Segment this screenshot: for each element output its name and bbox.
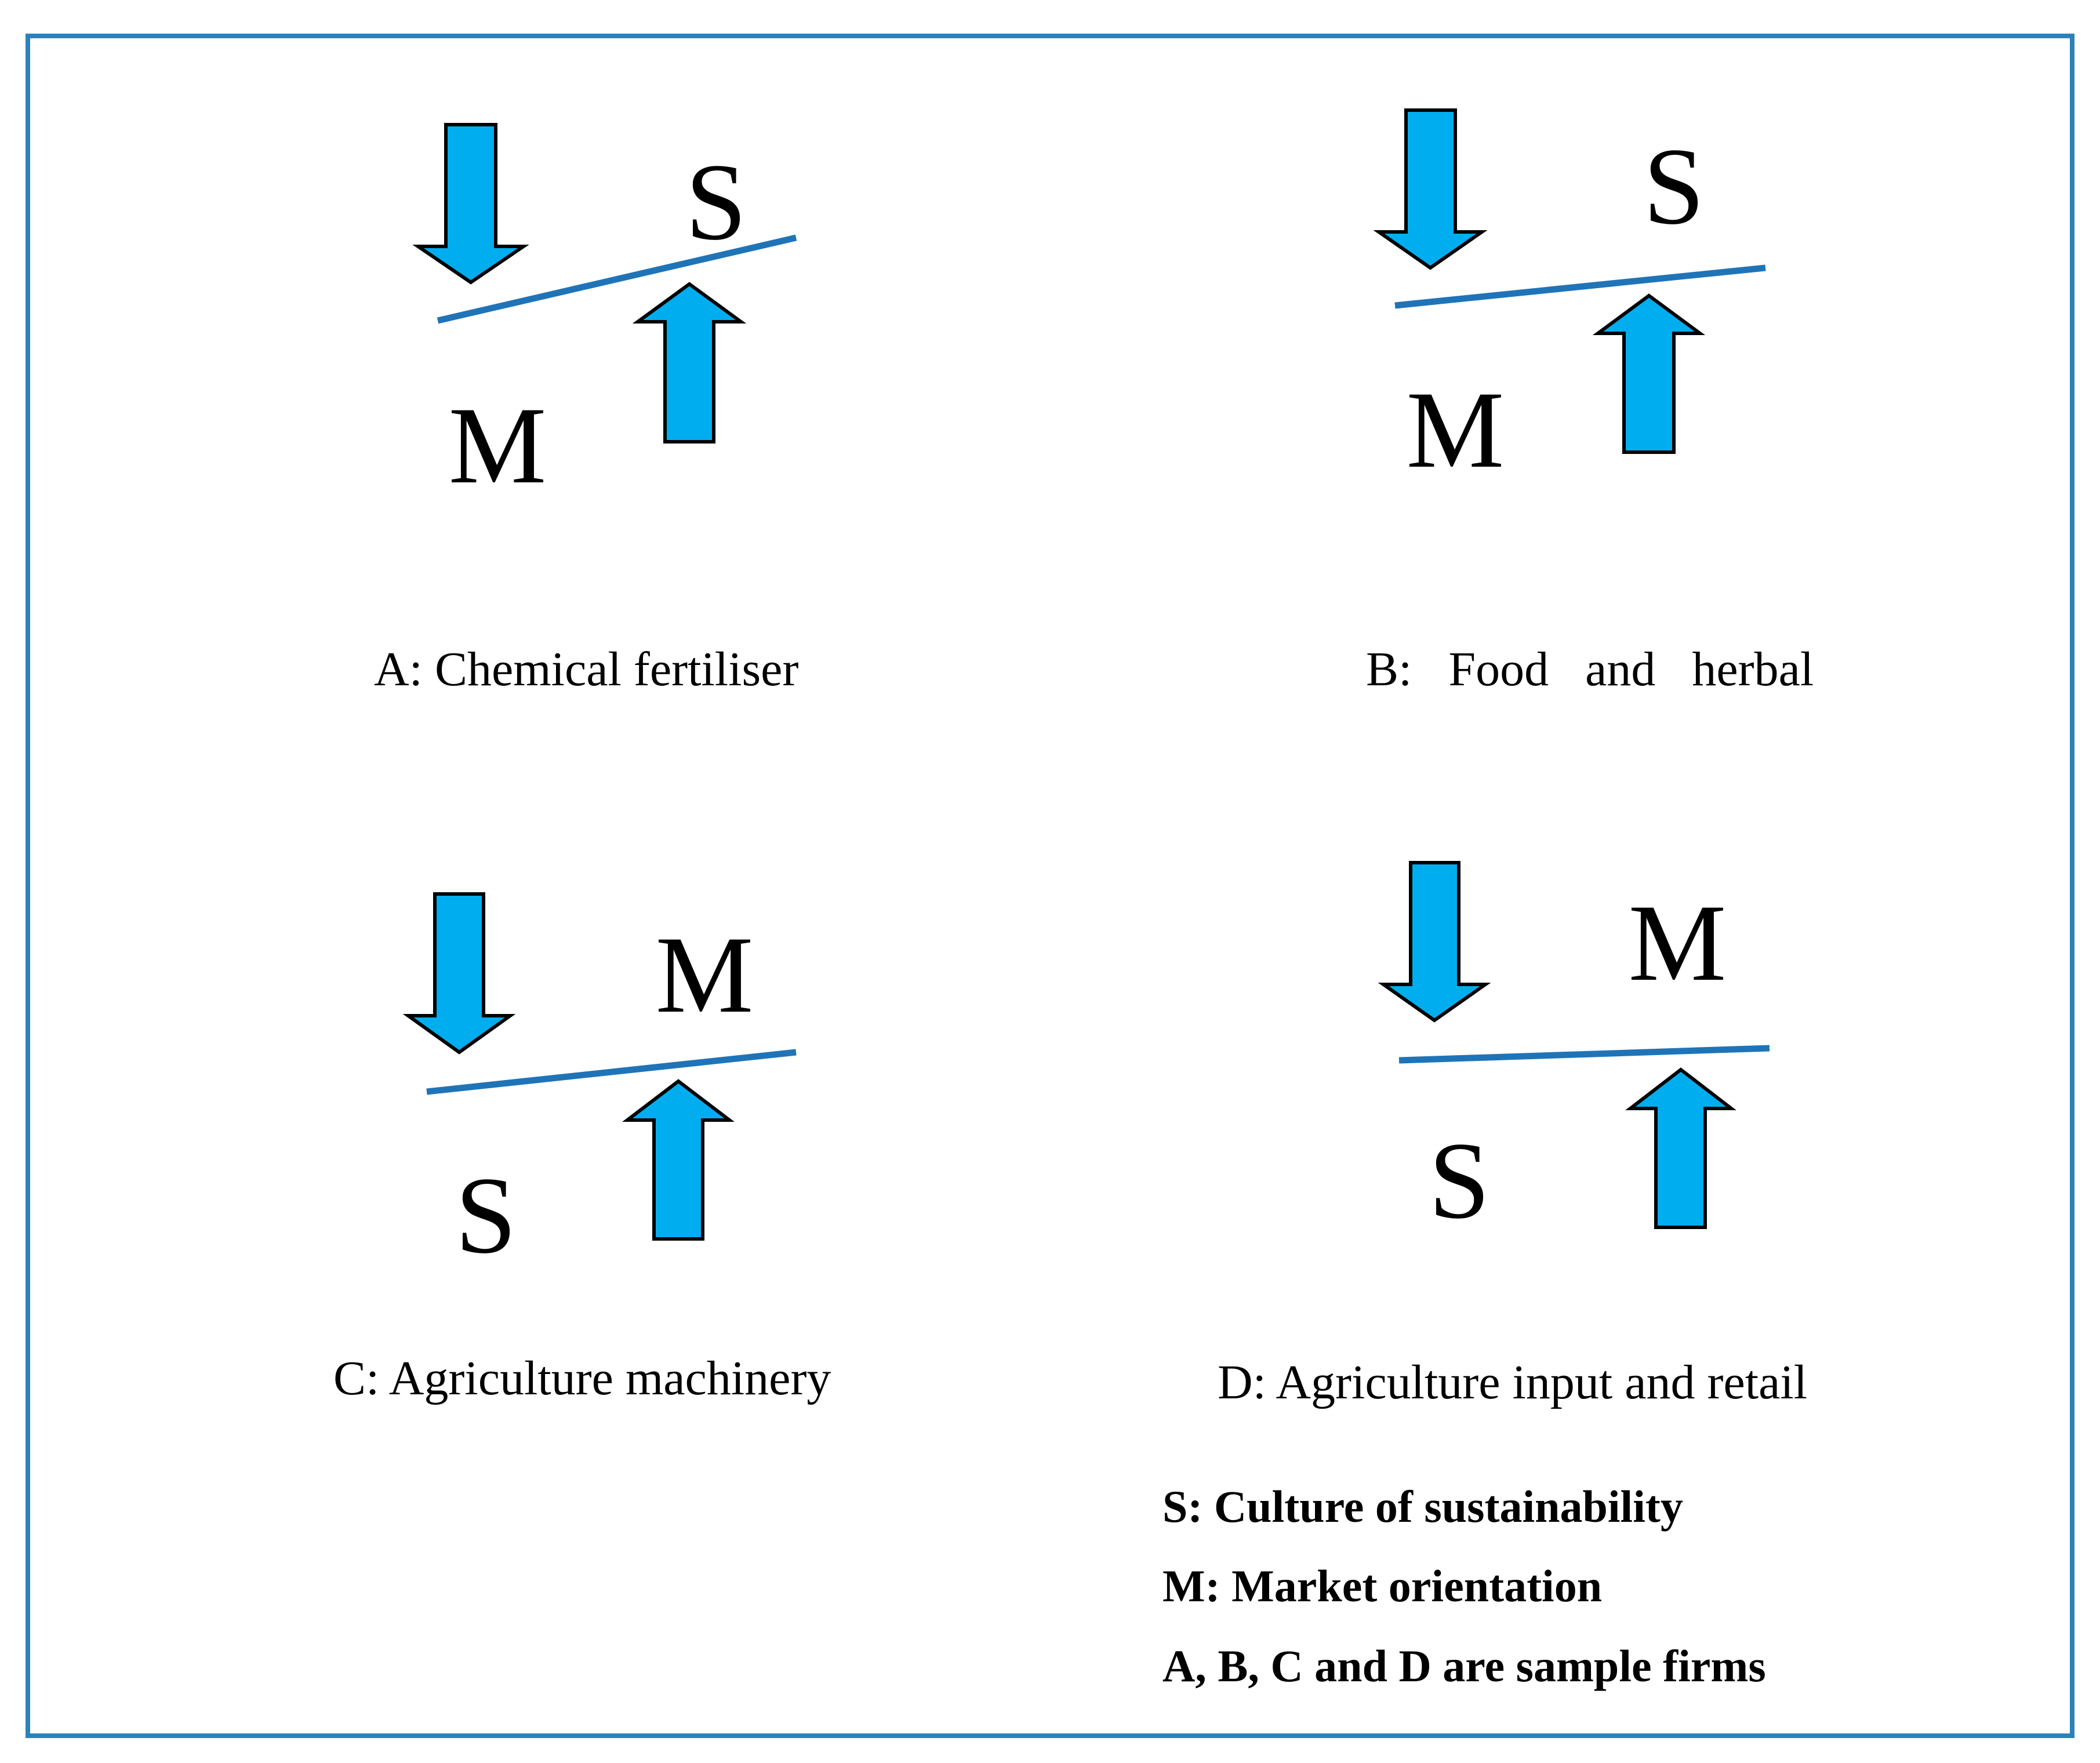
panel-a-caption: A: Chemical fertiliser bbox=[374, 642, 798, 696]
panel-b: S M B: Food and herbal bbox=[1366, 108, 1814, 696]
panel-c-caption: C: Agriculture machinery bbox=[333, 1351, 831, 1405]
panel-c: M S C: Agriculture machinery bbox=[333, 892, 831, 1405]
legend-item-s: S: Culture of sustainability bbox=[1162, 1481, 1683, 1532]
panel-b-down-arrow bbox=[1373, 108, 1488, 270]
panel-c-bottom-label: S bbox=[455, 1155, 517, 1277]
panel-d-bottom-label: S bbox=[1429, 1120, 1490, 1242]
panel-a-top-label: S bbox=[685, 141, 747, 263]
panel-d-caption: D: Agriculture input and retail bbox=[1218, 1355, 1807, 1409]
panel-b-caption: B: Food and herbal bbox=[1366, 642, 1814, 696]
legend: S: Culture of sustainability M: Market o… bbox=[1162, 1481, 1766, 1691]
panel-a: S M A: Chemical fertiliser bbox=[374, 123, 798, 696]
panel-b-top-label: S bbox=[1643, 126, 1705, 248]
legend-item-firms: A, B, C and D are sample firms bbox=[1162, 1641, 1766, 1691]
figure-frame bbox=[26, 34, 2074, 1738]
panel-d: M S D: Agriculture input and retail bbox=[1218, 861, 1807, 1409]
panel-a-up-arrow bbox=[632, 282, 747, 444]
panel-c-down-arrow bbox=[402, 892, 516, 1055]
panel-b-bottom-label: M bbox=[1407, 369, 1505, 491]
legend-item-m: M: Market orientation bbox=[1162, 1561, 1602, 1611]
panel-a-balance-line bbox=[437, 234, 797, 324]
panel-a-bottom-label: M bbox=[449, 385, 547, 507]
panel-d-balance-line bbox=[1398, 1045, 1770, 1064]
panel-c-balance-line bbox=[426, 1049, 797, 1095]
panel-c-up-arrow bbox=[622, 1079, 735, 1241]
panel-d-down-arrow bbox=[1378, 861, 1491, 1023]
panel-c-top-label: M bbox=[656, 914, 754, 1036]
panel-b-balance-line bbox=[1394, 264, 1766, 309]
panel-a-down-arrow bbox=[412, 123, 529, 285]
panel-b-up-arrow bbox=[1592, 293, 1706, 454]
panel-d-top-label: M bbox=[1629, 882, 1727, 1004]
panel-d-up-arrow bbox=[1625, 1067, 1736, 1229]
